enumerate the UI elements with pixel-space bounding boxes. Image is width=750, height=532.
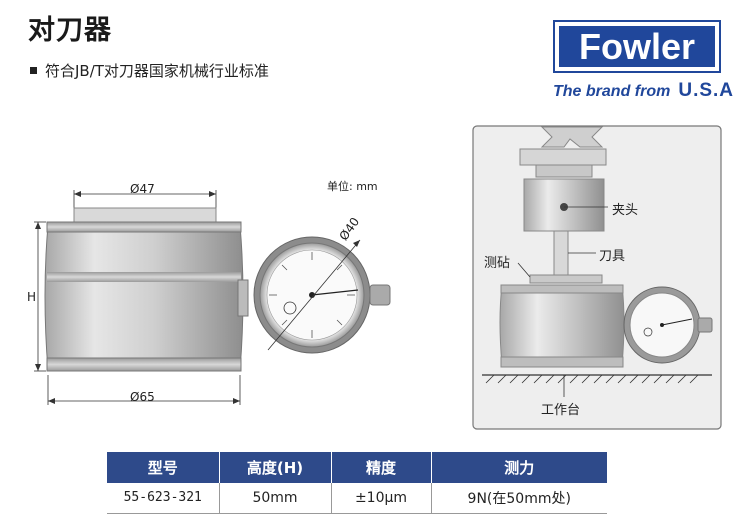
logo-text: Fowler	[559, 26, 715, 67]
cell-accuracy: ±10μm	[331, 483, 432, 514]
table-label: 工作台	[541, 403, 581, 418]
country-text: U.S.A	[678, 80, 735, 101]
header-force: 测力	[431, 452, 607, 483]
header-height: 高度(H)	[219, 452, 332, 483]
table-row: 55-623-321 50mm ±10μm 9N(在50mm处)	[107, 483, 607, 514]
cell-model: 55-623-321	[107, 483, 220, 514]
subtitle: 符合JB/T对刀器国家机械行业标准	[30, 60, 269, 81]
bullet-icon	[30, 67, 37, 74]
dim-height-label: H	[27, 290, 37, 304]
tool-setter-drawing	[34, 190, 391, 405]
probe-label: 测砧	[484, 256, 511, 271]
spec-header-row: 型号 高度(H) 精度 测力	[107, 452, 607, 483]
brand-logo: Fowler	[553, 20, 721, 73]
unit-label: 单位: mm	[327, 180, 378, 193]
cell-force: 9N(在50mm处)	[431, 483, 607, 514]
brand-tagline: The brand from U.S.A	[553, 80, 734, 102]
tool-label: 刀具	[599, 249, 626, 264]
dim-bottom-label: Ø65	[130, 390, 155, 404]
subtitle-text: 符合JB/T对刀器国家机械行业标准	[45, 62, 269, 80]
tagline-text: The brand from	[553, 83, 671, 100]
header-model: 型号	[107, 452, 220, 483]
usage-diagram	[472, 125, 722, 430]
dim-top-label: Ø47	[130, 182, 155, 196]
cell-height: 50mm	[219, 483, 332, 514]
spec-table: 型号 高度(H) 精度 测力 55-623-321 50mm ±10μm 9N(…	[107, 452, 607, 514]
clamp-label: 夹头	[612, 203, 639, 218]
page-title: 对刀器	[28, 15, 112, 46]
header-accuracy: 精度	[331, 452, 432, 483]
